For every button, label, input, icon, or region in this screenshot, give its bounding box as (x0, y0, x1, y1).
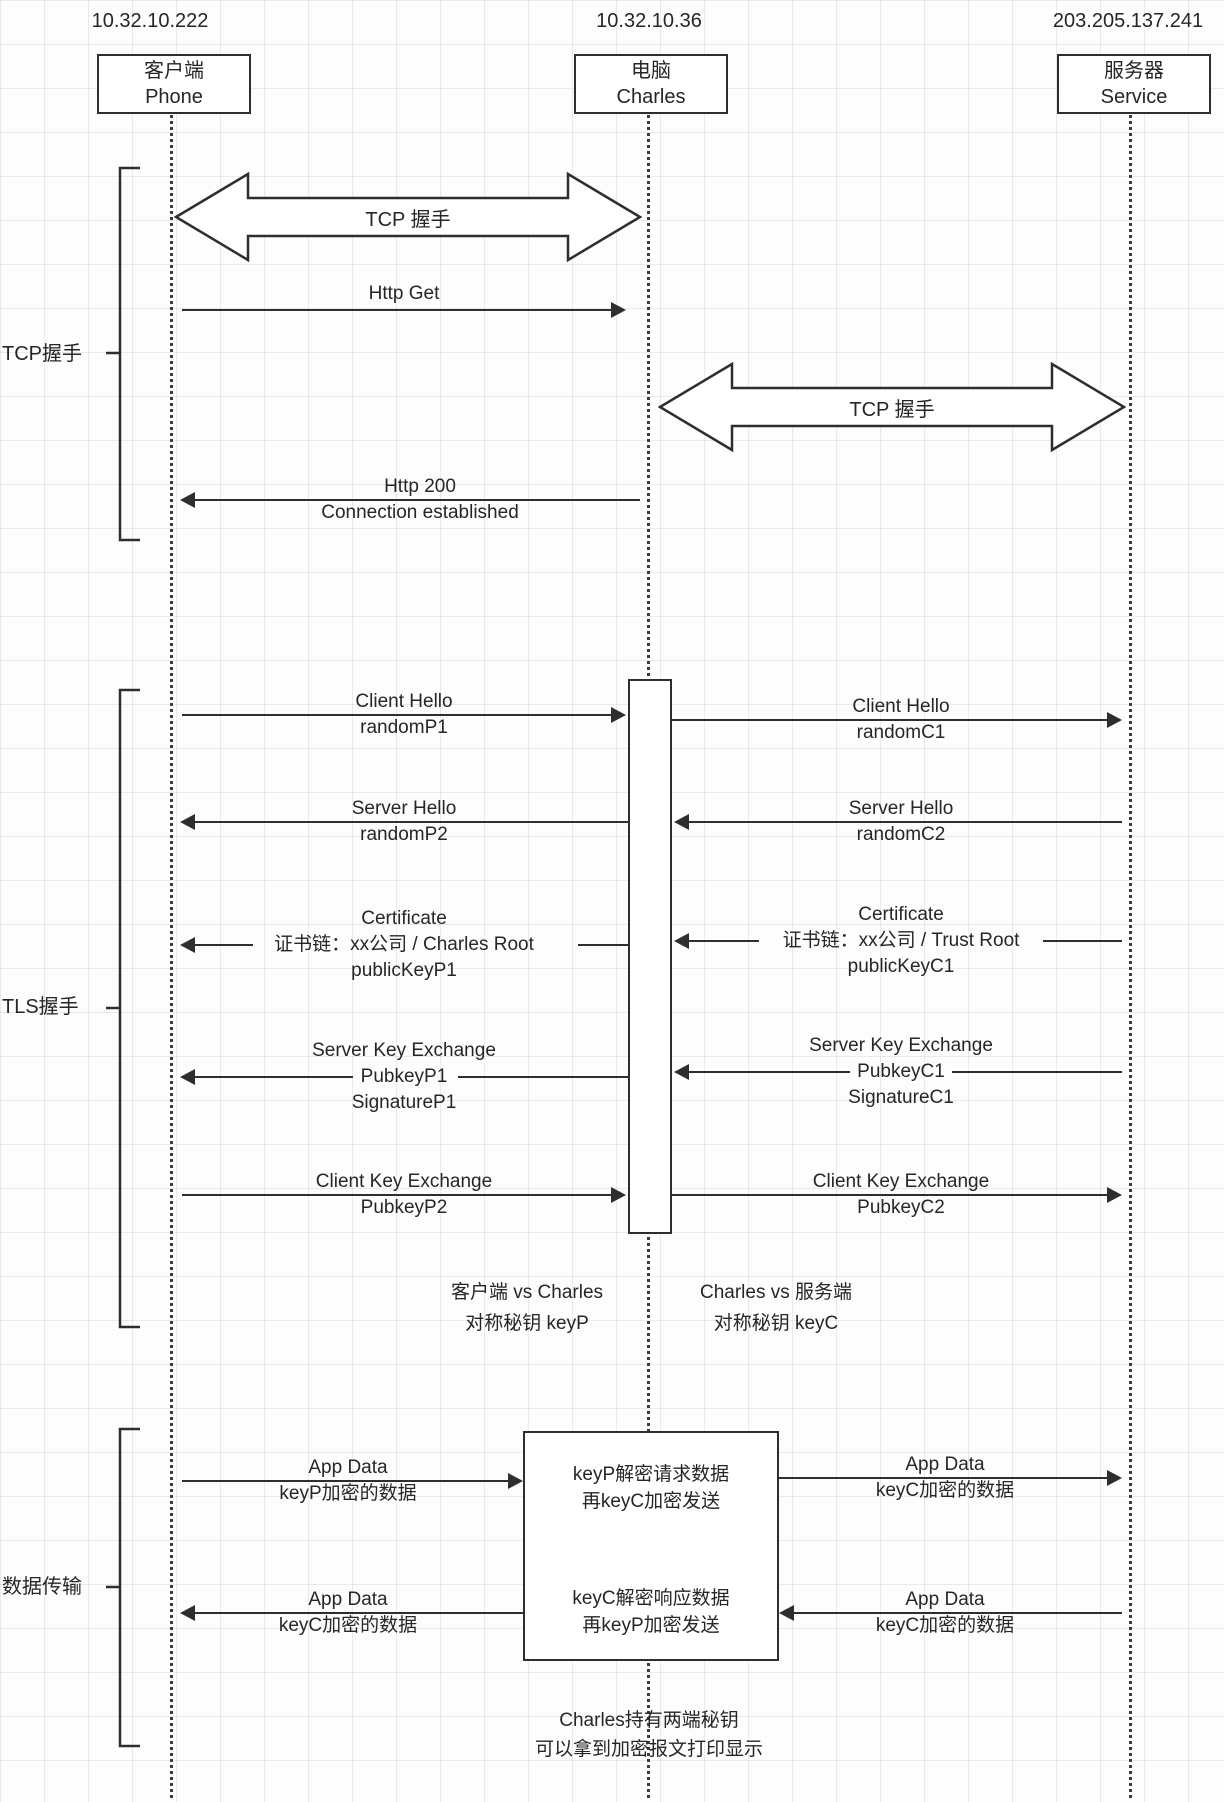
arrow-server-key-exchange-left-seg1 (180, 1069, 353, 1085)
footer-note: Charles持有两端秘钥 可以拿到加密报文打印显示 (534, 1710, 764, 1760)
msg-appdata-to-service: App Data keyC加密的数据 (875, 1454, 1015, 1501)
tcp-handshake-arrow-charles-service: TCP 握手 (658, 360, 1126, 454)
msg-client-key-exchange-right: Client Key Exchange PubkeyC2 (812, 1171, 990, 1218)
arrow-client-hello-left (182, 707, 626, 723)
bracket-data (106, 1427, 140, 1748)
arrow-server-key-exchange-right-seg1 (674, 1064, 850, 1080)
msg-certificate-right: Certificate 证书链：xx公司 / Trust Root public… (782, 904, 1020, 977)
tcp-handshake-label-left: TCP 握手 (365, 208, 451, 231)
arrow-http-get (182, 302, 626, 318)
double-arrow-icon (174, 171, 642, 263)
arrow-appdata-to-phone (180, 1605, 523, 1621)
arrow-certificate-left-seg2 (578, 944, 628, 946)
arrow-server-hello-left (180, 814, 628, 830)
participant-service: 服务器 Service (1057, 54, 1211, 114)
arrow-appdata-from-service (779, 1605, 1122, 1621)
charles-reencrypt-response: keyC解密响应数据 再keyP加密发送 (572, 1588, 730, 1636)
phase-label-tls: TLS握手 (2, 996, 79, 1018)
msg-server-hello-right: Server Hello randomC2 (848, 798, 954, 845)
msg-http-200: Http 200 Connection established (321, 476, 519, 523)
msg-http-get: Http Get (368, 283, 440, 304)
participant-charles-en: Charles (616, 86, 686, 108)
participant-service-en: Service (1100, 86, 1168, 108)
arrow-server-hello-right (674, 814, 1122, 830)
msg-appdata-from-service: App Data keyC加密的数据 (875, 1589, 1015, 1636)
msg-appdata-to-charles: App Data keyP加密的数据 (279, 1457, 417, 1504)
arrow-client-hello-right (672, 712, 1122, 728)
arrow-server-key-exchange-right-seg2 (952, 1071, 1122, 1073)
arrow-appdata-to-service (779, 1470, 1122, 1486)
participant-phone: 客户端 Phone (97, 54, 251, 114)
msg-certificate-left: Certificate 证书链：xx公司 / Charles Root publ… (274, 908, 534, 981)
arrow-certificate-left-seg1 (180, 937, 253, 953)
msg-server-hello-left: Server Hello randomP2 (351, 798, 457, 845)
participant-charles-cn: 电脑 (631, 60, 671, 82)
arrow-certificate-right-seg1 (674, 933, 759, 949)
double-arrow-icon (658, 361, 1126, 453)
note-keyc: Charles vs 服务端 对称秘钥 keyC (699, 1282, 853, 1334)
participant-service-cn: 服务器 (1104, 60, 1164, 82)
msg-server-key-exchange-right: Server Key Exchange PubkeyC1 SignatureC1 (809, 1035, 993, 1108)
msg-client-key-exchange-left: Client Key Exchange PubkeyP2 (315, 1171, 493, 1218)
participant-phone-en: Phone (145, 86, 203, 108)
bracket-tls (106, 688, 140, 1329)
phase-label-tcp: TCP握手 (2, 343, 82, 365)
lifeline-phone (170, 110, 173, 1798)
msg-client-hello-right: Client Hello randomC1 (852, 696, 950, 743)
charles-activation-bar (628, 679, 672, 1234)
note-keyp: 客户端 vs Charles 对称秘钥 keyP (450, 1282, 604, 1334)
charles-reencrypt-box: keyP解密请求数据 再keyC加密发送 keyC解密响应数据 再keyP加密发… (523, 1431, 779, 1661)
charles-reencrypt-request: keyP解密请求数据 再keyC加密发送 (572, 1464, 730, 1512)
ip-phone: 10.32.10.222 (91, 10, 209, 32)
arrow-appdata-to-charles (182, 1473, 523, 1489)
participant-phone-cn: 客户端 (144, 60, 204, 82)
bracket-tcp (106, 166, 140, 542)
ip-charles: 10.32.10.36 (596, 10, 702, 32)
arrow-certificate-right-seg2 (1043, 940, 1122, 942)
msg-server-key-exchange-left: Server Key Exchange PubkeyP1 SignatureP1 (312, 1040, 496, 1113)
lifeline-service (1129, 110, 1132, 1798)
arrow-http-200 (180, 492, 640, 508)
phase-label-data: 数据传输 (2, 1576, 82, 1598)
arrow-client-key-exchange-left (182, 1187, 626, 1203)
msg-client-hello-left: Client Hello randomP1 (355, 691, 453, 738)
msg-appdata-to-phone: App Data keyC加密的数据 (278, 1589, 418, 1636)
participant-charles: 电脑 Charles (574, 54, 728, 114)
arrow-client-key-exchange-right (672, 1187, 1122, 1203)
tcp-handshake-arrow-phone-charles: TCP 握手 (174, 170, 642, 264)
arrow-server-key-exchange-left-seg2 (458, 1076, 628, 1078)
tcp-handshake-label-right: TCP 握手 (849, 398, 935, 421)
ip-service: 203.205.137.241 (1052, 10, 1204, 32)
